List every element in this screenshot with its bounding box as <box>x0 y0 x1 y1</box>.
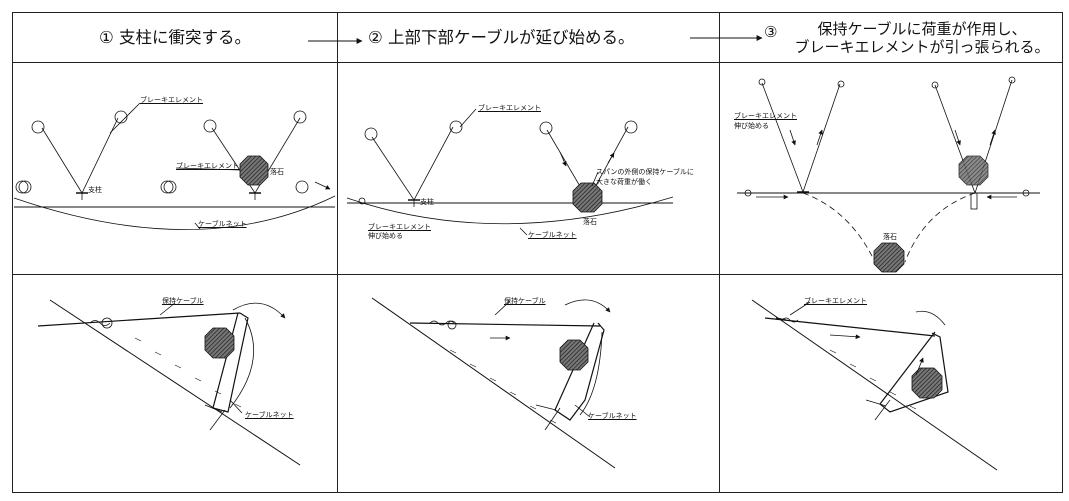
step-arrows <box>308 35 763 44</box>
label-cable-net: ケーブルネット <box>528 231 577 239</box>
table-grid <box>12 12 1063 493</box>
label-holding-cable: 保持ケーブル <box>504 297 546 305</box>
label-brake-element: ブレーキエレメント <box>734 112 797 120</box>
step-2-number: ② <box>368 27 383 47</box>
label-brake-element: ブレーキエレメント <box>478 104 541 112</box>
step-3-header: ③ 保持ケーブルに荷重が作用し、 ブレーキエレメントが引っ張られる。 <box>760 13 1062 62</box>
panel-2-front-view <box>346 108 674 236</box>
step-1-text: 支柱に衝突する。 <box>119 27 252 47</box>
anchor-circle <box>31 120 45 134</box>
panel-4-side-view <box>37 299 301 466</box>
label-brake-element: ブレーキエレメント <box>804 297 867 305</box>
label-post: 支柱 <box>420 198 434 206</box>
label-rock: 落石 <box>270 168 284 176</box>
rock <box>559 339 589 371</box>
panel-6-side-view <box>751 299 998 471</box>
rock <box>204 327 235 359</box>
label-cable-net: ケーブルネット <box>198 220 247 228</box>
step-1-header: ① 支柱に衝突する。 <box>13 13 337 62</box>
label-note-line-1: スパンの外側の保持ケーブルに <box>596 168 694 176</box>
step-2-header: ② 上部下部ケーブルが延び始める。 <box>368 13 698 62</box>
label-cable-net: ケーブルネット <box>245 411 294 419</box>
rock <box>873 242 905 273</box>
rock <box>958 155 989 186</box>
label-brake-element: ブレーキエレメント <box>176 162 239 170</box>
label-holding-cable: 保持ケーブル <box>162 297 204 305</box>
rock <box>239 155 269 186</box>
step-3-number: ③ <box>764 23 778 41</box>
label-rock: 落石 <box>883 233 897 241</box>
panel-1-front-view <box>13 102 336 230</box>
label-post: 支柱 <box>88 186 102 194</box>
rock <box>911 367 943 399</box>
rock <box>572 182 603 213</box>
panel-5-side-view <box>371 297 616 469</box>
label-note-line-2: 大きな荷重が働く <box>596 178 652 186</box>
step-2-text: 上部下部ケーブルが延び始める。 <box>388 27 635 47</box>
label-extend-start: 伸び始める <box>368 232 403 240</box>
label-rock: 落石 <box>583 218 597 226</box>
step-1-number: ① <box>98 27 114 47</box>
label-cable-net: ケーブルネット <box>588 412 637 420</box>
label-brake-element: ブレーキエレメント <box>368 223 431 231</box>
step-3-text: 保持ケーブルに荷重が作用し、 ブレーキエレメントが引っ張られる。 <box>794 19 1050 56</box>
label-brake-element: ブレーキエレメント <box>140 96 203 104</box>
panel-3-front-view <box>737 76 1040 273</box>
label-extend-start: 伸び始める <box>734 122 769 130</box>
